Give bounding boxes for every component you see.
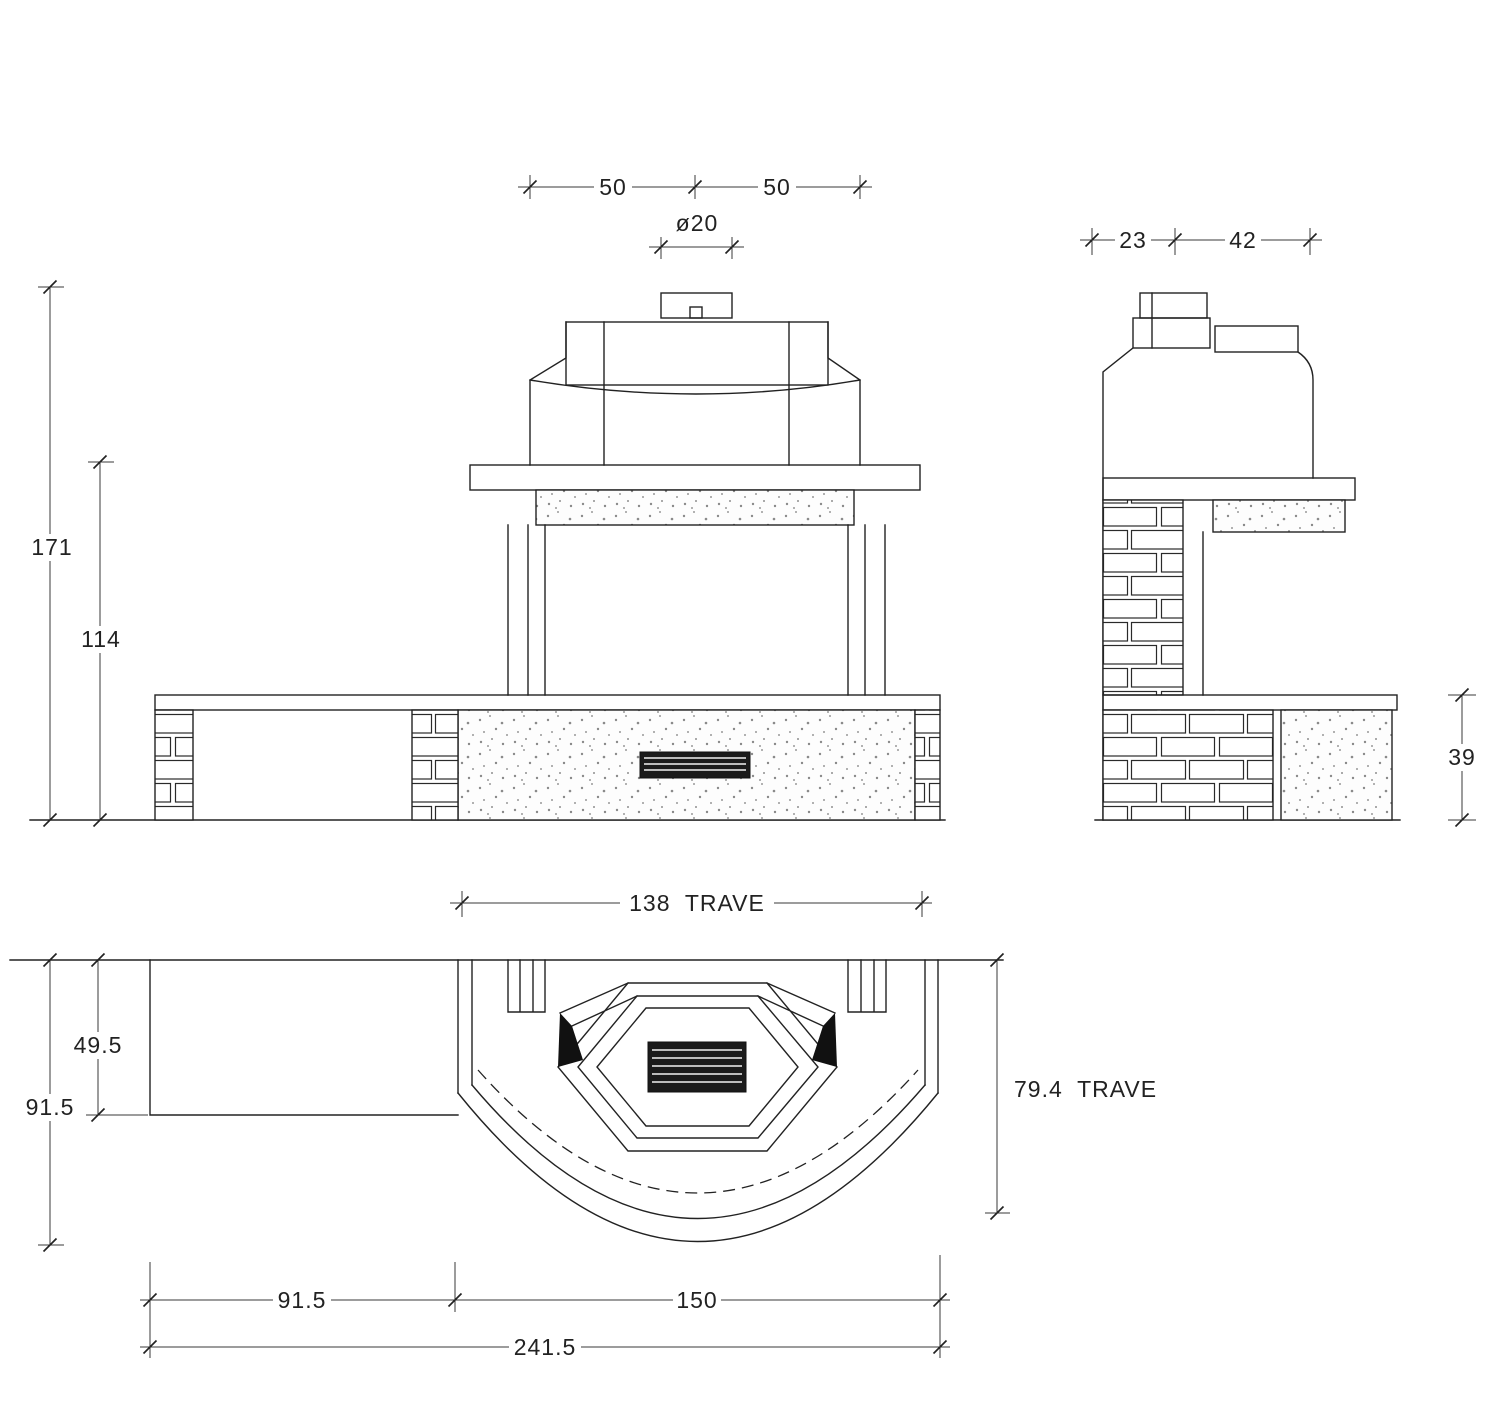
dim-hood-right: 50 (763, 174, 791, 200)
splay-right (757, 982, 836, 1027)
dim-depth-back: 23 (1119, 227, 1147, 253)
hearth-outer-arc (457, 1092, 939, 1243)
air-grille (639, 751, 751, 779)
dim-beam-length: 138 TRAVE (629, 890, 765, 916)
bench-pier-right (411, 709, 459, 821)
column-right (847, 524, 886, 696)
plan-bench-outline (149, 959, 459, 1116)
bench-pier-left (154, 709, 194, 821)
dim-total-width: 241.5 (514, 1334, 577, 1360)
hood-top-side (1214, 325, 1299, 353)
hood-canopy-curve (529, 379, 861, 395)
bench-end-side (1280, 709, 1393, 821)
splay-left (559, 982, 638, 1027)
dim-hearth-width: 150 (676, 1287, 717, 1313)
column-left (507, 524, 546, 696)
jamb-section-left (558, 1013, 583, 1067)
dim-bench-depth: 49.5 (74, 1032, 123, 1058)
flue-cap (660, 292, 733, 319)
brick-wall-side (1102, 499, 1184, 696)
mantel-shelf-side (1102, 477, 1356, 501)
hood-right-edge (827, 321, 861, 466)
dimline-beam-depth (985, 960, 1010, 1214)
plan-view (9, 959, 1004, 1243)
flue-cap-side (1139, 292, 1208, 319)
hearth-pier-right (914, 709, 941, 821)
base-top-slab-side (1102, 694, 1398, 711)
dim-total-depth: 91.5 (26, 1094, 75, 1120)
plan-column-right (847, 959, 887, 1013)
dim-mantel-height: 114 (81, 626, 121, 652)
flue-cap-detail (689, 306, 703, 319)
hood-front-edge (1297, 351, 1314, 479)
side-elevation (1094, 292, 1401, 821)
jamb-section-right (812, 1013, 837, 1067)
hearth-inner-arc (471, 1084, 926, 1219)
dim-flue-diameter: ø20 (676, 210, 719, 236)
dim-beam-depth: 79.4 TRAVE (1014, 1076, 1157, 1102)
dimline-flue (649, 237, 744, 259)
front-elevation (29, 292, 946, 821)
plan-column-left (507, 959, 546, 1013)
hood-left-edge (529, 321, 567, 466)
trave-dashed-arc (477, 1069, 919, 1194)
firebox-hex-inner (596, 1007, 799, 1127)
plan-side-walls (457, 959, 939, 1094)
dim-depth-front: 42 (1229, 227, 1257, 253)
beam-end-side (1212, 499, 1346, 533)
ext-lines-bottom (149, 1255, 941, 1358)
dimensions: 50 50 ø20 171 114 23 42 39 (21, 174, 1481, 1361)
mantel-shelf (469, 464, 921, 491)
dim-bench-height: 39 (1448, 744, 1476, 770)
ext-lines-side-top (1091, 228, 1311, 255)
base-top-slab (154, 694, 941, 711)
base-brick-side (1102, 709, 1274, 821)
dim-hood-left: 50 (599, 174, 627, 200)
plan-grille (647, 1041, 747, 1093)
beam-trave (535, 489, 855, 526)
dim-bench-width: 91.5 (278, 1287, 327, 1313)
dim-total-height: 171 (31, 534, 72, 560)
smoke-block-side (1132, 317, 1211, 349)
